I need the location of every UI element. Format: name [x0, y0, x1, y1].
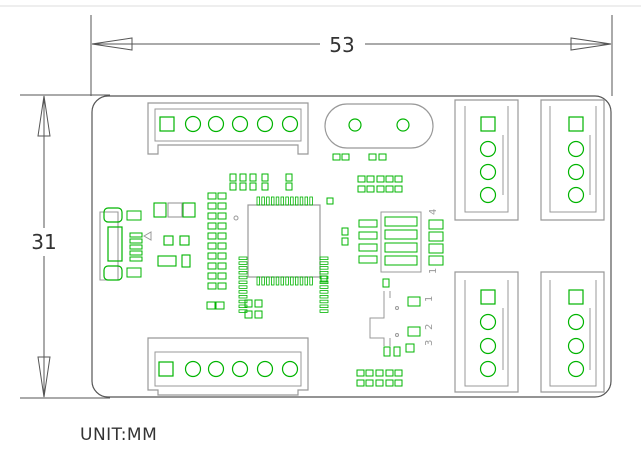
qfp-pad	[280, 276, 284, 286]
pin-label-2: 2	[424, 324, 435, 330]
qfp-pad	[319, 261, 329, 265]
qfp-pad	[319, 290, 329, 294]
connector-4pin-top-left	[454, 99, 519, 221]
qfp-pad	[285, 196, 289, 206]
qfp-pad	[319, 270, 329, 275]
qfp-pad	[238, 294, 248, 299]
qfp-pad	[319, 256, 329, 260]
qfp-pad	[304, 196, 308, 206]
qfp-pad	[238, 261, 248, 265]
unit-label: UNIT:MM	[80, 425, 158, 445]
qfp-pad	[238, 299, 248, 304]
qfp-pad	[238, 266, 248, 270]
qfp-pad	[319, 266, 329, 270]
qfp-pad	[319, 294, 329, 299]
qfp-pad	[299, 276, 304, 286]
board-outline	[91, 95, 612, 398]
qfp-pad	[319, 299, 329, 304]
qfp-pad	[238, 304, 248, 308]
qfp-pad	[266, 196, 270, 206]
width-arrow-right	[570, 37, 612, 51]
qfp-pad	[275, 196, 280, 206]
qfp-pad	[304, 276, 308, 286]
connector-bottom-6pin	[147, 337, 309, 396]
pin-label-3: 3	[424, 340, 435, 346]
qfp-pad	[275, 276, 280, 286]
qfp-pad	[238, 270, 248, 275]
qfp-pad	[238, 275, 248, 280]
qfp-pad	[256, 276, 260, 286]
qfp-pad	[309, 196, 313, 206]
qfp-pad	[285, 276, 289, 286]
width-dimension	[90, 15, 613, 96]
height-arrow-top	[37, 95, 51, 137]
qfp-pad	[238, 285, 248, 289]
passive-components-bottom	[356, 369, 403, 387]
crystal-oscillator	[324, 103, 434, 149]
usb-connector	[99, 207, 152, 281]
qfp-pad	[319, 304, 329, 308]
qfp-pad	[290, 276, 294, 286]
height-label: 31	[31, 230, 56, 254]
height-arrow-bottom	[37, 356, 51, 398]
connector-4pin-bottom-left	[454, 271, 519, 393]
mcu-qfp-chip	[233, 196, 329, 313]
height-dimension	[20, 94, 110, 399]
qfp-pad	[319, 285, 329, 289]
width-label: 53	[329, 33, 354, 57]
passive-components-crystal	[332, 153, 403, 193]
pin-label-4: 4	[428, 209, 439, 215]
qfp-pad	[294, 196, 299, 206]
qfp-pad	[319, 280, 329, 284]
qfp-pad	[270, 196, 275, 206]
qfp-pad	[238, 290, 248, 294]
connector-4pin-top-right	[540, 99, 605, 221]
qfp-pad	[270, 276, 275, 286]
qfp-pad	[238, 256, 248, 260]
qfp-pad	[266, 276, 270, 286]
passive-components-mcu	[206, 173, 349, 319]
qfp-pad	[319, 309, 329, 313]
connector-top-6pin	[147, 102, 309, 155]
connector-4pin-bottom-right	[540, 271, 605, 393]
qfp-pad	[238, 280, 248, 284]
qfp-pad	[261, 196, 265, 206]
qfp-pad	[261, 276, 265, 286]
qfp-pad	[280, 196, 284, 206]
qfp-pad	[290, 196, 294, 206]
pin-label-1b: 1	[428, 268, 439, 274]
width-arrow-left	[91, 37, 133, 51]
qfp-pad	[256, 196, 260, 206]
pin-label-1: 1	[424, 296, 435, 302]
qfp-pad	[309, 276, 313, 286]
qfp-pad	[294, 276, 299, 286]
dip-switch	[358, 211, 444, 273]
component-pin-cluster	[369, 278, 421, 357]
smd-components-left	[153, 202, 196, 268]
qfp-pad	[299, 196, 304, 206]
